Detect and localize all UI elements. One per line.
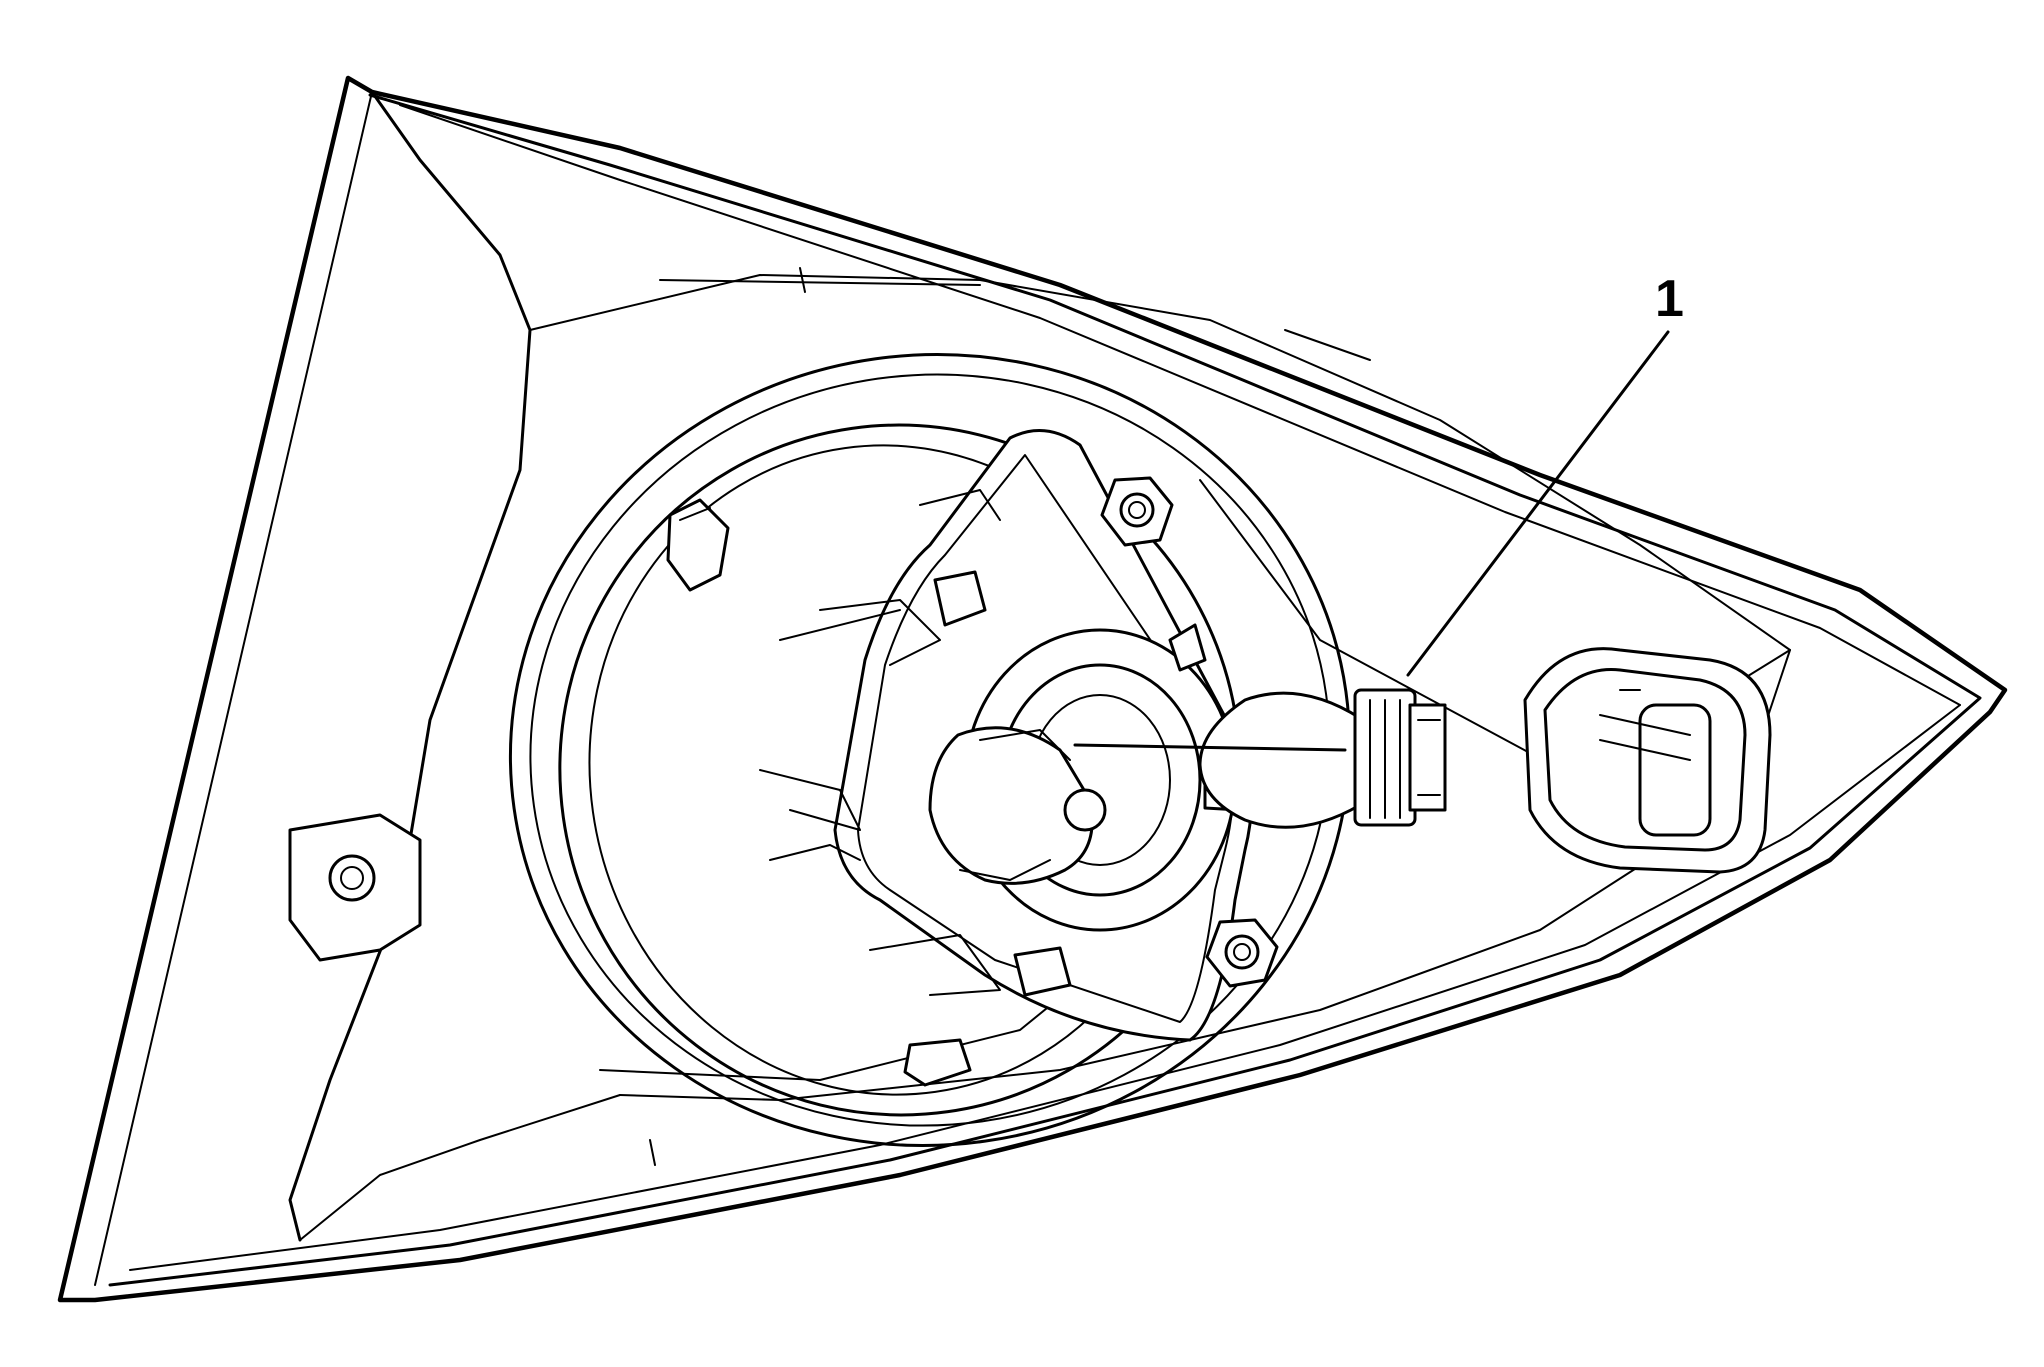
mounting-tab (288, 813, 422, 962)
hex-nut-lower (1205, 918, 1279, 988)
hex-nut-upper (1100, 476, 1174, 547)
bulb-socket (928, 623, 1242, 932)
callout-1: 1 (1073, 270, 1684, 752)
retaining-clips (666, 489, 1072, 1087)
tail-lamp-housing (57, 75, 2008, 1303)
callout-leader-line (1073, 330, 1670, 752)
callout-label: 1 (1655, 270, 1684, 328)
bulb (1198, 688, 1447, 829)
bulb-socket-connector (1523, 647, 1772, 874)
